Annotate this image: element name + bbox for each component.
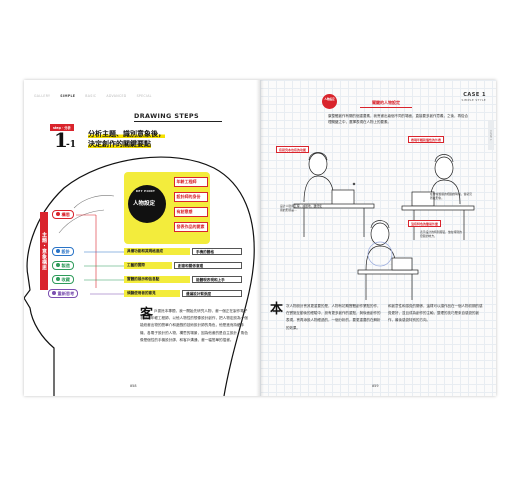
bar-right: 創意和關係意理 [174,262,242,269]
tag-collect: 收藏 [52,275,74,284]
right-page: CASE 1 SIMPLE STYLE CASE 1 人物設定 關鍵的人物設定 … [260,80,496,396]
section-label: DRAWING STEPS [134,112,199,120]
character-sketches [293,152,475,300]
rethink-icon [52,291,56,295]
bar-left: 實體的展示和信息點 [124,276,190,283]
sketch-label: 表現年輕和個性的外表 [408,136,445,143]
sketch-caption: 設計人從用工程，誠實地，雖然使用的形態是... [280,204,322,213]
case-subtitle: SIMPLE STYLE [461,98,486,102]
keypoint-item: 發表作品的要素 [174,222,208,232]
page-number-left: 058 [130,384,137,388]
step-title-line1: 分析主題、識別意象後， [88,130,165,138]
step-title-line2: 決定創作的關鍵要點 [88,139,151,148]
keypoint-item: 有創意感 [174,207,208,217]
book-gutter [256,80,264,396]
case-label: CASE 1 [463,92,486,98]
right-page-heading: 關鍵的人物設定 [360,100,412,108]
bar-right: 遺漏設計緊張度 [182,290,242,297]
section-circle [322,94,337,109]
body-text: 戶委託本專題，我一開始先研究人物，畫一個正在製作電子手錶的年輕工程師，以他人物性… [140,309,248,342]
dropcap: 客 [140,307,154,322]
case-header: CASE 1 SIMPLE STYLE [462,92,486,102]
tag-make: 製造 [52,261,74,270]
right-page-lead: 康整體創作有關的個重要素，我會畫出幾個不同的場面，直接要多創作意義，之後，再從合… [328,114,468,124]
section-nav: GALLERY SIMPLE BASIC ADVANCED SPECIAL [34,94,152,98]
nav-item-special: SPECIAL [136,94,152,98]
keypoint-item: 年齡工程師 [174,177,208,187]
body-text-col1: 次人物設計會其更重要的是，人物有初期實體創作業點的作，在實施互動後的經驗中，設有… [286,304,381,330]
bar-right: 能體現表現和上手 [192,276,242,283]
nav-item-simple: SIMPLE [60,94,76,98]
tag-rethink: 重新思考 [48,289,79,298]
concept-icon [56,212,60,216]
bar-left: 具備功能和其規格達成 [124,248,190,255]
nav-item-gallery: GALLERY [34,94,51,98]
bar-left: 工藝的實際 [124,262,172,269]
make-icon [56,263,60,267]
tag-design: 設計 [52,247,74,256]
collect-icon [56,277,60,281]
sketch-caption: 表示設計的特別服裝，放在特別的發展的地方。 [420,230,462,239]
dropcap: 本 [270,302,284,317]
keypoint-label: KEY POINT [136,190,156,193]
tag-concept: 構思 [52,210,74,219]
section-circle-text: 人物設定 [324,98,335,101]
keypoint-main: 人物設定 [133,201,156,207]
body-text-col2: 和創意性和感覺的關係，這樣可以讓作品在一個人物初期的感覺更好，並且成為創作的主軸… [388,304,483,323]
step-title: 分析主題、識別意象後， 決定創作的關鍵要點 [88,130,188,149]
side-tab: CASE 1 [488,120,494,150]
vertical-theme-label: 主題・意象構思 [40,212,48,290]
keypoint-item: 設計師的身份 [174,192,208,202]
step-badge: step · 分析 [50,124,74,131]
design-icon [56,249,60,253]
bar-left: 傾聽使用者的意見 [124,290,180,297]
left-page: GALLERY SIMPLE BASIC ADVANCED SPECIAL DR… [24,80,260,396]
sketch-label: 有研究本也有的功能 [276,146,310,153]
book-spread: GALLERY SIMPLE BASIC ADVANCED SPECIAL DR… [24,80,496,396]
keypoint-circle [128,185,166,223]
sketch-label: 沒有特色的簡易外套 [408,220,442,227]
page-number-right: 059 [372,384,379,388]
section-divider [134,121,222,122]
step-sub-number: -1 [66,140,76,150]
bar-right: 手機的體格 [192,248,242,255]
nav-item-advanced: ADVANCED [106,94,127,98]
sketch-caption: 在非常實體的相關的時候，當初見所在形象。 [430,192,472,201]
nav-item-basic: BASIC [85,94,97,98]
step-number: 1 [54,128,68,152]
